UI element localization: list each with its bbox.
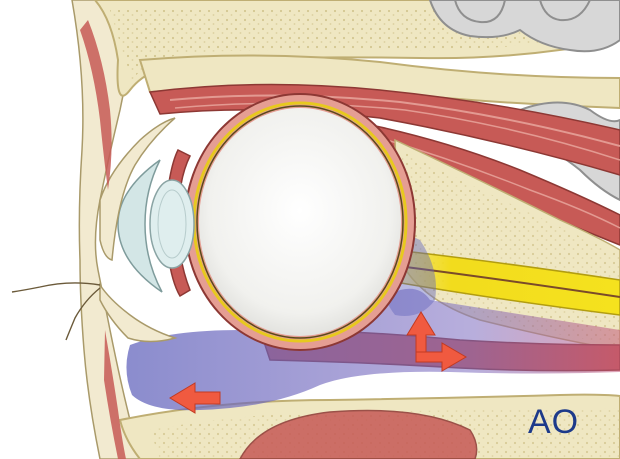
brain-tissue	[428, 0, 620, 53]
orbicularis-muscle-upper	[80, 20, 112, 190]
arrow-right-icon	[415, 342, 467, 372]
eyelash-lower	[65, 287, 101, 341]
arrow-left-icon	[169, 382, 221, 414]
upper-eyelid	[99, 117, 176, 261]
cornea	[117, 159, 163, 293]
optic-nerve	[394, 249, 620, 316]
lens	[149, 179, 195, 269]
ao-logo: AO	[528, 403, 579, 441]
eyelash-upper	[11, 282, 101, 293]
hematoma	[126, 288, 620, 411]
maxillary-sinus	[239, 409, 478, 459]
orbicularis-muscle-lower	[104, 330, 126, 459]
lower-eyelid	[99, 282, 178, 343]
globe-vitreous	[199, 108, 401, 336]
